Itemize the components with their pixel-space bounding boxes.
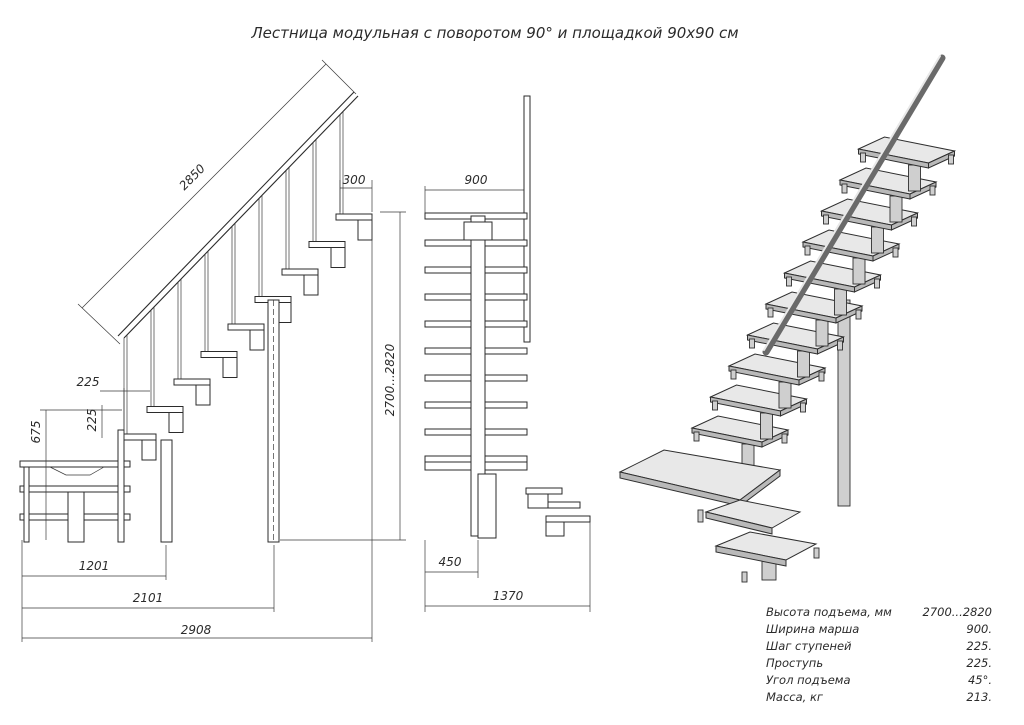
iso-tread-edge (854, 274, 881, 293)
iso-foot (804, 245, 811, 256)
iso-tread-edge (780, 398, 807, 417)
spec-value: 45°. (968, 673, 992, 687)
iso-column-segment (797, 350, 810, 378)
iso-column-segment (852, 257, 866, 285)
landing-height-label: 675 (29, 421, 43, 444)
iso-foot (818, 371, 825, 382)
length-1201-label: 1201 (79, 559, 110, 573)
iso-foot (781, 433, 788, 444)
spec-value: 213. (966, 690, 992, 704)
iso-landing (618, 449, 782, 507)
iso-column-segment (760, 412, 773, 440)
rail-length-dimension-line (81, 63, 327, 309)
iso-tread-edge (872, 243, 900, 262)
spec-label: Угол подъема (766, 673, 851, 687)
spec-label: Масса, кг (766, 690, 824, 704)
spec-value: 2700...2820 (923, 605, 993, 619)
iso-foot (892, 247, 899, 258)
spec-value: 900. (966, 622, 992, 636)
step-depth-label: 300 (343, 173, 366, 187)
iso-tread-edge (798, 367, 826, 386)
iso-foot (730, 369, 737, 380)
side-balusters (123, 111, 344, 434)
iso-column-segment (834, 288, 847, 316)
iso-tread-edge (891, 212, 918, 231)
iso-treads (690, 136, 957, 471)
iso-column-segment (871, 226, 884, 254)
rail-length-label: 2850 (176, 161, 208, 193)
iso-foot (749, 338, 755, 349)
nosing-label: 225 (77, 375, 100, 389)
iso-foot (712, 400, 718, 411)
side-step (281, 268, 319, 276)
side-step (335, 213, 373, 221)
width-1370-label: 1370 (493, 589, 524, 603)
side-step (308, 241, 346, 248)
iso-foot (823, 214, 829, 225)
iso-column-segment (778, 381, 792, 409)
side-step-support (357, 219, 373, 241)
iso-foot (948, 154, 954, 165)
iso-foot (911, 216, 917, 227)
side-step-support (249, 329, 265, 351)
side-step-support (222, 357, 238, 378)
rise-label: 225 (85, 409, 99, 432)
side-step (173, 378, 211, 386)
front-view: 900 450 1370 (424, 95, 591, 612)
iso-tread-edge (761, 429, 789, 448)
iso-tread-edge (928, 150, 955, 169)
iso-foot (767, 307, 774, 318)
iso-tread-edge (835, 305, 863, 324)
length-2908-label: 2908 (181, 623, 212, 637)
iso-support-leg (837, 299, 851, 507)
side-step (119, 433, 157, 441)
length-2101-label: 2101 (133, 591, 164, 605)
side-step-support (330, 247, 346, 268)
iso-foot (693, 431, 700, 442)
spec-label: Ширина марша (766, 622, 859, 636)
iso-foot (929, 185, 936, 196)
height-range-label: 2700...2820 (383, 343, 397, 416)
iso-column-segment (908, 164, 921, 192)
side-step (146, 406, 184, 413)
isometric-view (618, 54, 957, 583)
iso-foot (800, 402, 806, 413)
iso-foot (786, 276, 792, 287)
iso-column-segment (889, 195, 903, 223)
spec-value: 225. (966, 639, 992, 653)
width-top-label: 900 (465, 173, 488, 187)
iso-tread-edge (909, 181, 937, 200)
spec-value: 225. (966, 656, 992, 670)
spec-label: Высота подъема, мм (766, 605, 892, 619)
support-column (160, 439, 173, 543)
iso-handrail (762, 54, 946, 356)
side-step (227, 323, 265, 331)
side-step-support (195, 384, 211, 406)
drawing-title: Лестница модульная с поворотом 90° и пло… (250, 24, 738, 42)
iso-foot (874, 278, 880, 289)
side-step (200, 351, 238, 358)
spec-label: Проступь (766, 656, 823, 670)
iso-foot (841, 183, 848, 194)
side-view: 2850 300 2700...2820 22 (19, 59, 406, 642)
side-steps (119, 213, 373, 461)
offset-450-label: 450 (439, 555, 462, 569)
side-step-support (303, 274, 319, 296)
side-step-support (168, 412, 184, 433)
iso-foot (837, 340, 843, 351)
iso-lower-steps (697, 499, 820, 583)
spec-label: Шаг ступеней (766, 639, 852, 653)
side-step-support (141, 439, 157, 461)
iso-foot (860, 152, 866, 163)
iso-foot (855, 309, 862, 320)
iso-tread-edge (817, 336, 844, 355)
side-landing (19, 429, 131, 543)
side-handrail (123, 95, 359, 339)
iso-column-segment (815, 319, 829, 347)
